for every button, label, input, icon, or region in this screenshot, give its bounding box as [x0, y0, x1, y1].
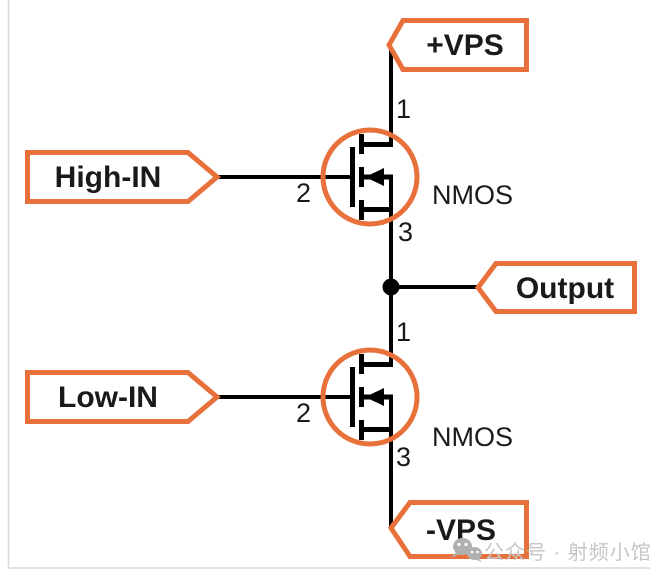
flag-high-in-shape: [25, 150, 221, 204]
pin-upper-drain: 1: [396, 94, 411, 124]
wechat-icon-small-bubble: [467, 547, 482, 560]
pin-lower-gate: 2: [296, 398, 311, 428]
nmos-upper-body-arrow: [365, 168, 384, 186]
flag-low-in: Low-IN: [25, 370, 221, 424]
nmos-upper-label: NMOS: [432, 180, 513, 210]
flag-high-in-label: High-IN: [55, 161, 162, 194]
wechat-icon-small-tail: [474, 558, 482, 562]
flag-high-in: High-IN: [25, 150, 221, 204]
nmos-lower-circle: [320, 347, 420, 447]
pin-lower-source: 3: [396, 442, 411, 472]
wechat-icon-big-bubble: [453, 538, 472, 555]
wechat-icon-small-eye-right: [476, 550, 479, 554]
wechat-icon: [451, 538, 482, 562]
wechat-icon-big-eye-right: [464, 542, 468, 547]
wechat-icon-small-eye-left: [470, 550, 474, 554]
flag-vps-plus-shape: [386, 18, 529, 72]
watermark: 公众号 · 射频小馆: [451, 538, 652, 564]
flag-low-in-shape: [25, 370, 221, 424]
watermark-text: 公众号 · 射频小馆: [484, 541, 652, 564]
flag-vps-plus: +VPS: [386, 18, 529, 72]
flag-vps-minus: -VPS: [387, 500, 529, 559]
flag-output-shape: [474, 261, 637, 314]
flag-low-in-label: Low-IN: [58, 381, 158, 414]
nmos-lower-body-arrow: [365, 388, 384, 406]
wechat-icon-big-tail: [451, 552, 460, 558]
wechat-icon-big-eye-left: [457, 542, 461, 547]
nmos-upper-symbol: [320, 127, 420, 227]
junction-dot: [382, 278, 400, 296]
nmos-lower-symbol: [320, 347, 420, 447]
flag-output: Output: [474, 261, 637, 314]
nmos-upper-circle: [320, 127, 420, 227]
nmos-lower-label: NMOS: [432, 422, 513, 452]
flag-output-label: Output: [516, 272, 614, 305]
pin-lower-drain: 1: [396, 317, 411, 347]
flag-vps-plus-label: +VPS: [426, 29, 504, 62]
pin-upper-source: 3: [398, 217, 413, 247]
pin-upper-gate: 2: [296, 178, 311, 208]
